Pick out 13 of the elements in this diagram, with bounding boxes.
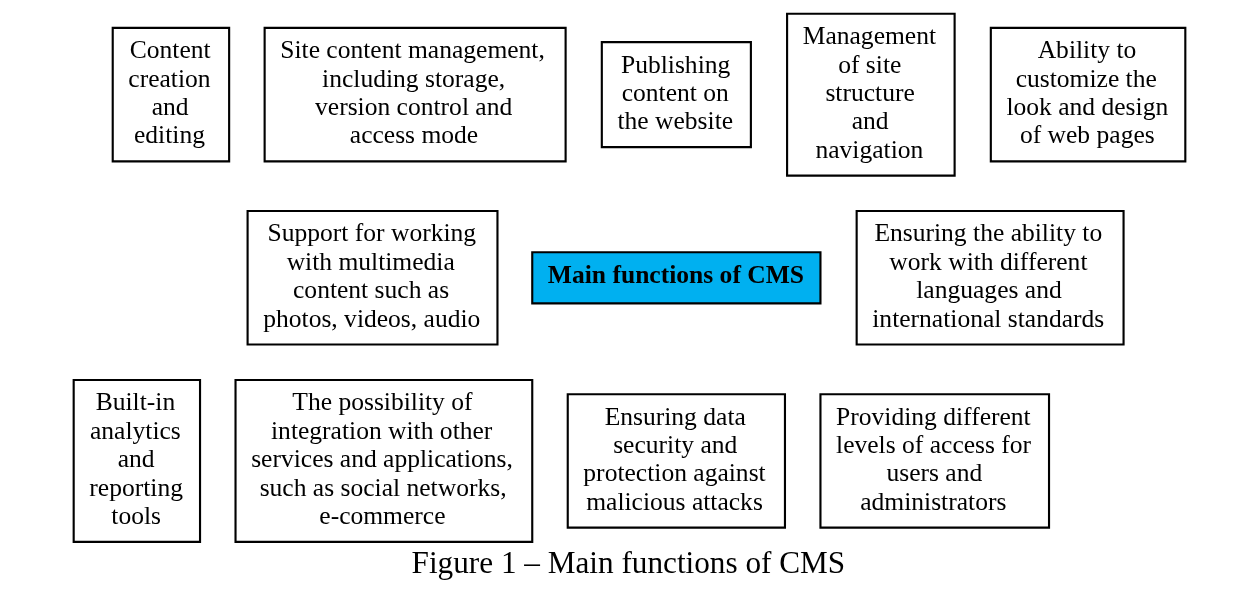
node-box: The possibility of integration with other services and applications, such as social networks, e-commerce	[233, 378, 533, 543]
node-box: Ability to customize the look and design of web pages	[989, 26, 1186, 163]
node-box: Main functions of CMS	[530, 251, 821, 305]
caption: Figure 1 – Main functions of CMS	[411, 544, 845, 580]
node-box: Ensuring the ability to work with different languages and international standards	[855, 210, 1125, 346]
node-box: Built-in analytics and reporting tools	[72, 378, 201, 543]
node-box: Ensuring data security and protection against malicious attacks	[566, 393, 786, 529]
node-box: Providing different levels of access for users and administrators	[818, 393, 1050, 529]
node-box: Publishing content on the website	[600, 41, 752, 149]
node-box: Content creation and editing	[111, 26, 230, 163]
node-box: Site content management, including storage, version control and access mode	[263, 26, 567, 163]
node-box: Management of site structure and navigation	[785, 12, 956, 177]
node-box: Support for working with multimedia content such as photos, videos, audio	[246, 210, 499, 346]
